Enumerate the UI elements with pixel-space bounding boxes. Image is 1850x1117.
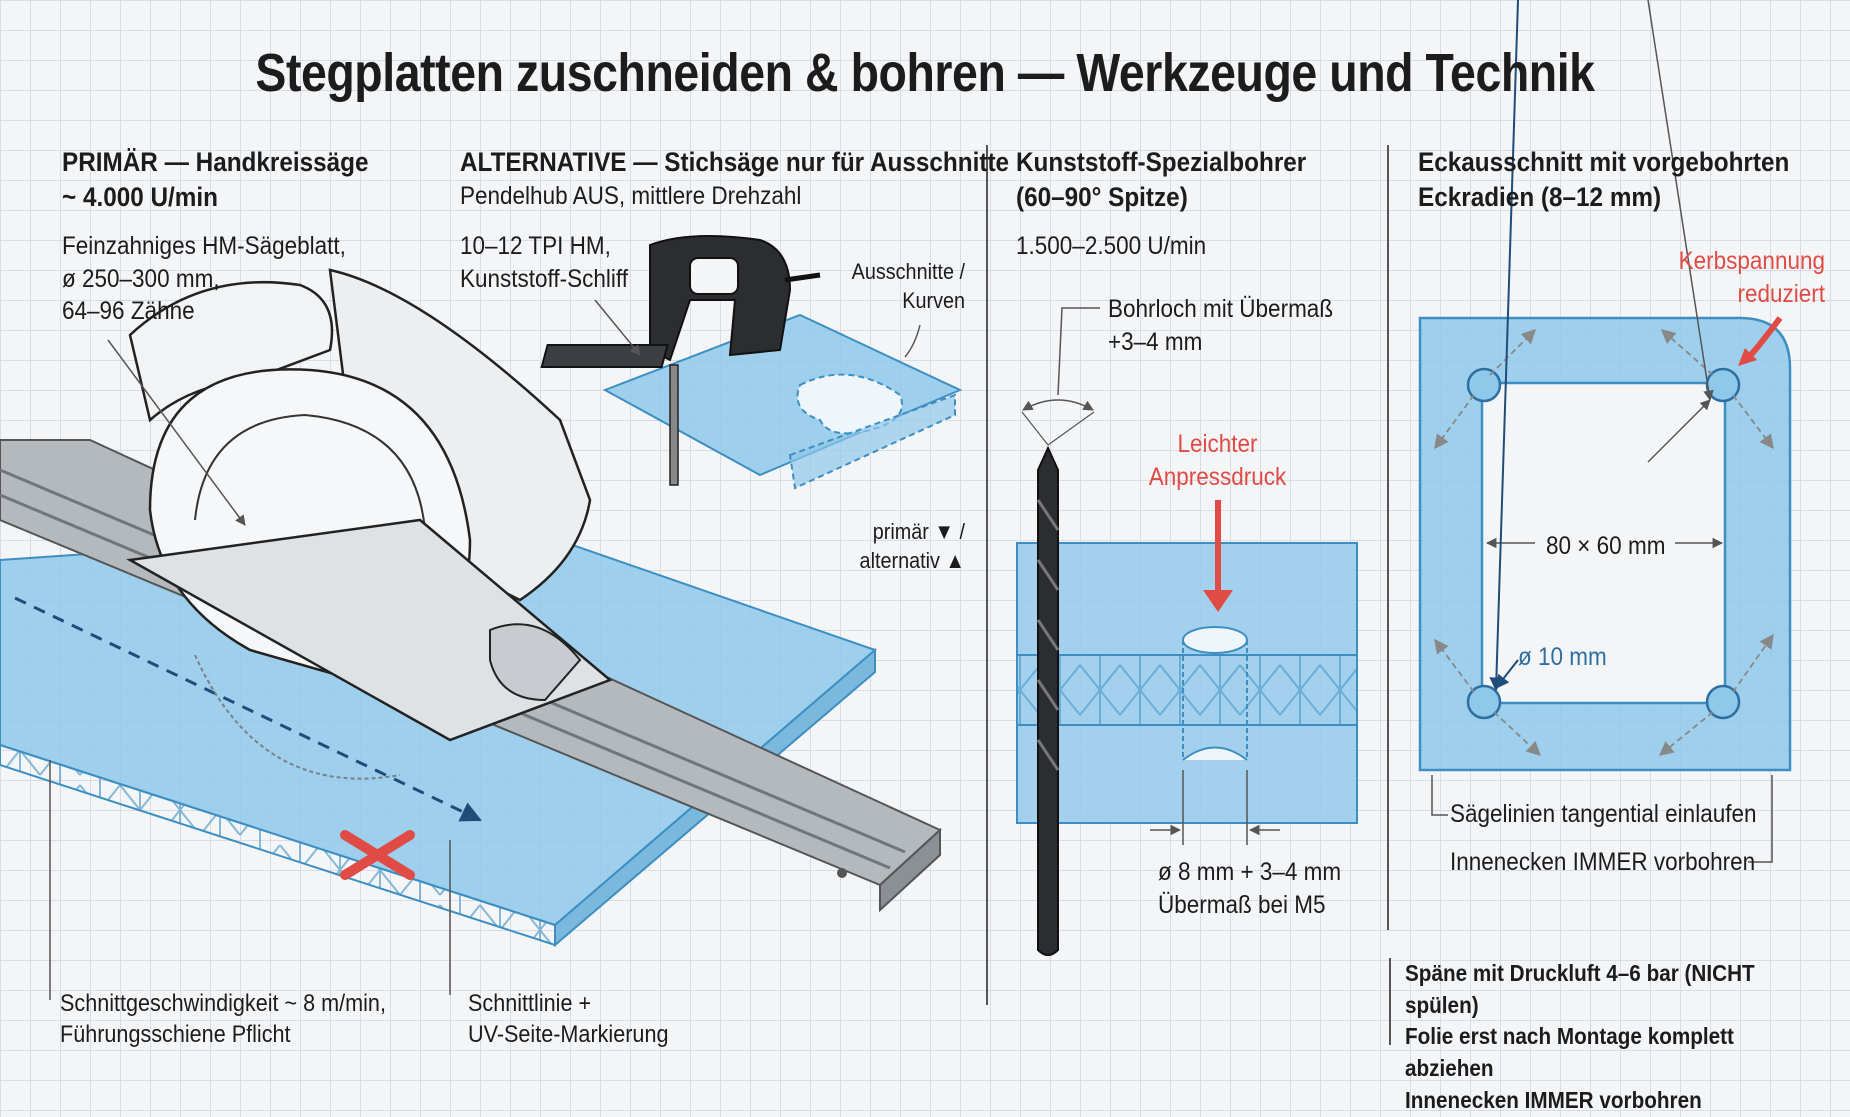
- hole-dimension: ø 8 mm + 3–4 mm Übermaß bei M5: [1158, 858, 1342, 919]
- summary-notes: Späne mit Druckluft 4–6 bar (NICHT spüle…: [1405, 960, 1755, 1113]
- cutouts-label: Ausschnitte / Kurven: [851, 259, 965, 313]
- saw-handle: [128, 280, 334, 423]
- cutout-dimension: 80 × 60 mm: [1546, 532, 1666, 560]
- drill-bit: [1037, 445, 1059, 956]
- saw-line-note: Sägelinien tangential einlaufen: [1450, 800, 1757, 828]
- page-title: Stegplatten zuschneiden & bohren — Werkz…: [255, 43, 1595, 103]
- corner-cutout-illustration: [1389, 0, 1792, 1045]
- cutline-note: Schnittlinie + UV-Seite-Markierung: [468, 990, 669, 1049]
- jigsaw-blade: [669, 364, 679, 486]
- corner-drill-note: Innenecken IMMER vorbohren: [1450, 848, 1756, 876]
- section3-heading: Kunststoff-Spezialbohrer (60–90° Spitze): [1016, 147, 1307, 213]
- saw-motor-housing: [328, 268, 592, 602]
- drill-speed: 1.500–2.500 U/min: [1016, 232, 1207, 260]
- pressure-label: Leichter Anpressdruck: [1148, 430, 1287, 491]
- corner-hole-tl: [1466, 367, 1502, 403]
- tool-legend: primär ▼ / alternativ ▲: [859, 519, 965, 573]
- notch-stress-label: Kerbspannung reduziert: [1678, 247, 1825, 308]
- drilling-illustration: [1016, 307, 1358, 956]
- blade-spec-label: Feinzahniges HM-Sägeblatt, ø 250–300 mm,…: [62, 232, 346, 325]
- corner-hole-bl: [1466, 684, 1502, 720]
- circular-saw-illustration: [0, 268, 942, 948]
- jigsaw-body: [649, 235, 792, 362]
- drill-hole: [1182, 626, 1248, 654]
- illustration-canvas: [0, 0, 1792, 1045]
- speed-note: Schnittgeschwindigkeit ~ 8 m/min, Führun…: [60, 990, 386, 1049]
- saw-base-plate: [126, 518, 613, 742]
- jigsaw-shoe: [540, 344, 669, 368]
- oversize-label: Bohrloch mit Übermaß +3–4 mm: [1108, 295, 1334, 356]
- corner-hole-dimension: ø 10 mm: [1518, 643, 1607, 671]
- corner-hole-br: [1705, 684, 1741, 720]
- section4-heading: Eckausschnitt mit vorgebohrten Eckradien…: [1418, 147, 1790, 213]
- jigsaw-illustration: [540, 235, 963, 490]
- wrong-side-mark: [340, 830, 415, 880]
- section2-heading: ALTERNATIVE — Stichsäge nur für Ausschni…: [460, 147, 1010, 177]
- jigsaw-blade-spec: 10–12 TPI HM, Kunststoff-Schliff: [460, 232, 629, 293]
- section2-subheading: Pendelhub AUS, mittlere Drehzahl: [460, 182, 802, 210]
- section1-heading: PRIMÄR — Handkreissäge ~ 4.000 U/min: [62, 147, 369, 213]
- cut-line: [14, 596, 482, 822]
